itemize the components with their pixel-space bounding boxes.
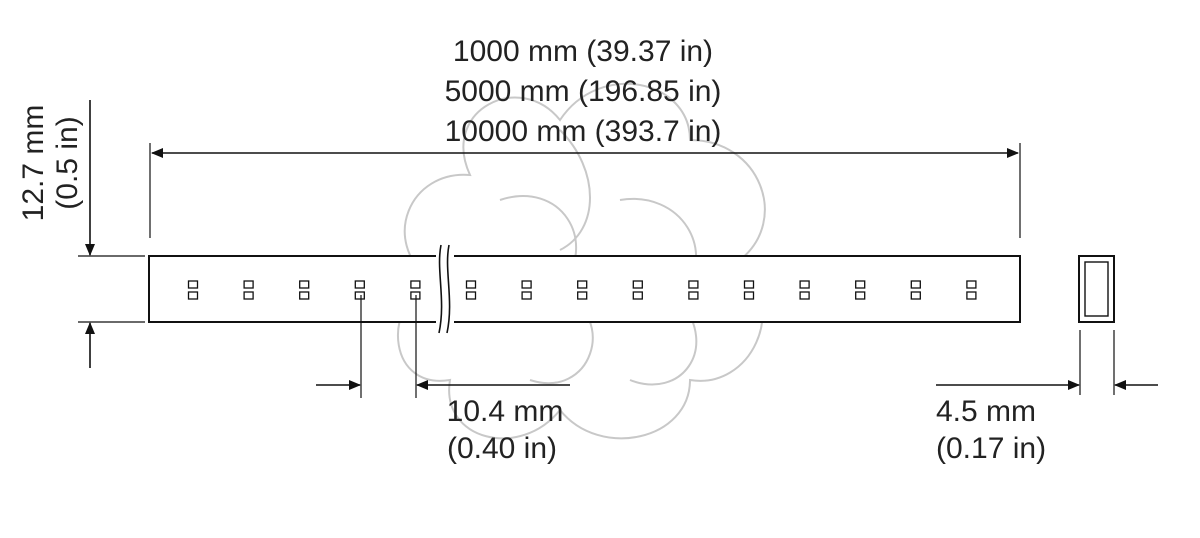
led-pad [577, 280, 588, 289]
led-pad [743, 280, 755, 289]
led-pad [855, 291, 866, 300]
led-pad [688, 280, 699, 289]
led-pad [243, 291, 254, 300]
led-pad [521, 291, 532, 300]
pitch-dimension: 10.4 mm (0.40 in) [316, 295, 570, 465]
leds-right-group [465, 280, 977, 300]
led-chip [187, 280, 199, 300]
height-label-line-1: 12.7 mm [17, 105, 50, 222]
led-pad [910, 291, 921, 300]
strip-break-gap [436, 246, 454, 334]
led-pad [299, 291, 310, 300]
length-dimension: 1000 mm (39.37 in) 5000 mm (196.85 in) 1… [149, 35, 1021, 238]
led-pad [632, 280, 643, 289]
led-pad [299, 280, 310, 289]
led-pad [966, 280, 977, 289]
led-chip [855, 280, 866, 300]
led-chip [354, 280, 365, 300]
led-chip [799, 280, 810, 300]
led-pad [966, 291, 977, 300]
cross-section [1078, 255, 1115, 323]
led-pad [799, 280, 810, 289]
led-pad [187, 280, 199, 289]
pitch-label-line-2: (0.40 in) [447, 432, 557, 465]
strip-break-line-right [446, 244, 451, 334]
height-dimension: 12.7 mm (0.5 in) [17, 100, 145, 368]
led-pad [743, 291, 755, 300]
led-chip [577, 280, 588, 300]
led-chip [688, 280, 699, 300]
strip-body [148, 255, 1021, 323]
cross-section-outer [1078, 255, 1115, 323]
led-chip [743, 280, 755, 300]
led-pad [521, 280, 532, 289]
led-pad [688, 291, 699, 300]
height-label-line-2: (0.5 in) [51, 116, 84, 209]
led-pad [855, 280, 866, 289]
thickness-label-line-1: 4.5 mm [936, 395, 1036, 428]
led-chip [521, 280, 532, 300]
led-chip [465, 280, 477, 300]
thickness-label-line-2: (0.17 in) [936, 432, 1046, 465]
led-pad [243, 280, 254, 289]
led-pad [187, 291, 199, 300]
thickness-dimension: 4.5 mm (0.17 in) [936, 330, 1158, 465]
cross-section-inner [1084, 261, 1109, 317]
pitch-label-line-1: 10.4 mm [447, 395, 564, 428]
led-chip [299, 280, 310, 300]
led-pad [910, 280, 921, 289]
led-pad [410, 280, 421, 289]
led-pad [799, 291, 810, 300]
led-chip [910, 280, 921, 300]
led-strip [148, 244, 1021, 334]
length-label-line-3: 10000 mm (393.7 in) [445, 115, 722, 148]
length-label-line-1: 1000 mm (39.37 in) [453, 35, 713, 68]
led-pad [632, 291, 643, 300]
led-pad [577, 291, 588, 300]
led-pad [354, 280, 365, 289]
led-chip [966, 280, 977, 300]
strip-break-line-left [438, 244, 443, 334]
led-chip [243, 280, 254, 300]
led-pad [465, 280, 477, 289]
led-pad [465, 291, 477, 300]
length-label-line-2: 5000 mm (196.85 in) [445, 75, 722, 108]
led-pad [354, 291, 365, 300]
led-chip [632, 280, 643, 300]
